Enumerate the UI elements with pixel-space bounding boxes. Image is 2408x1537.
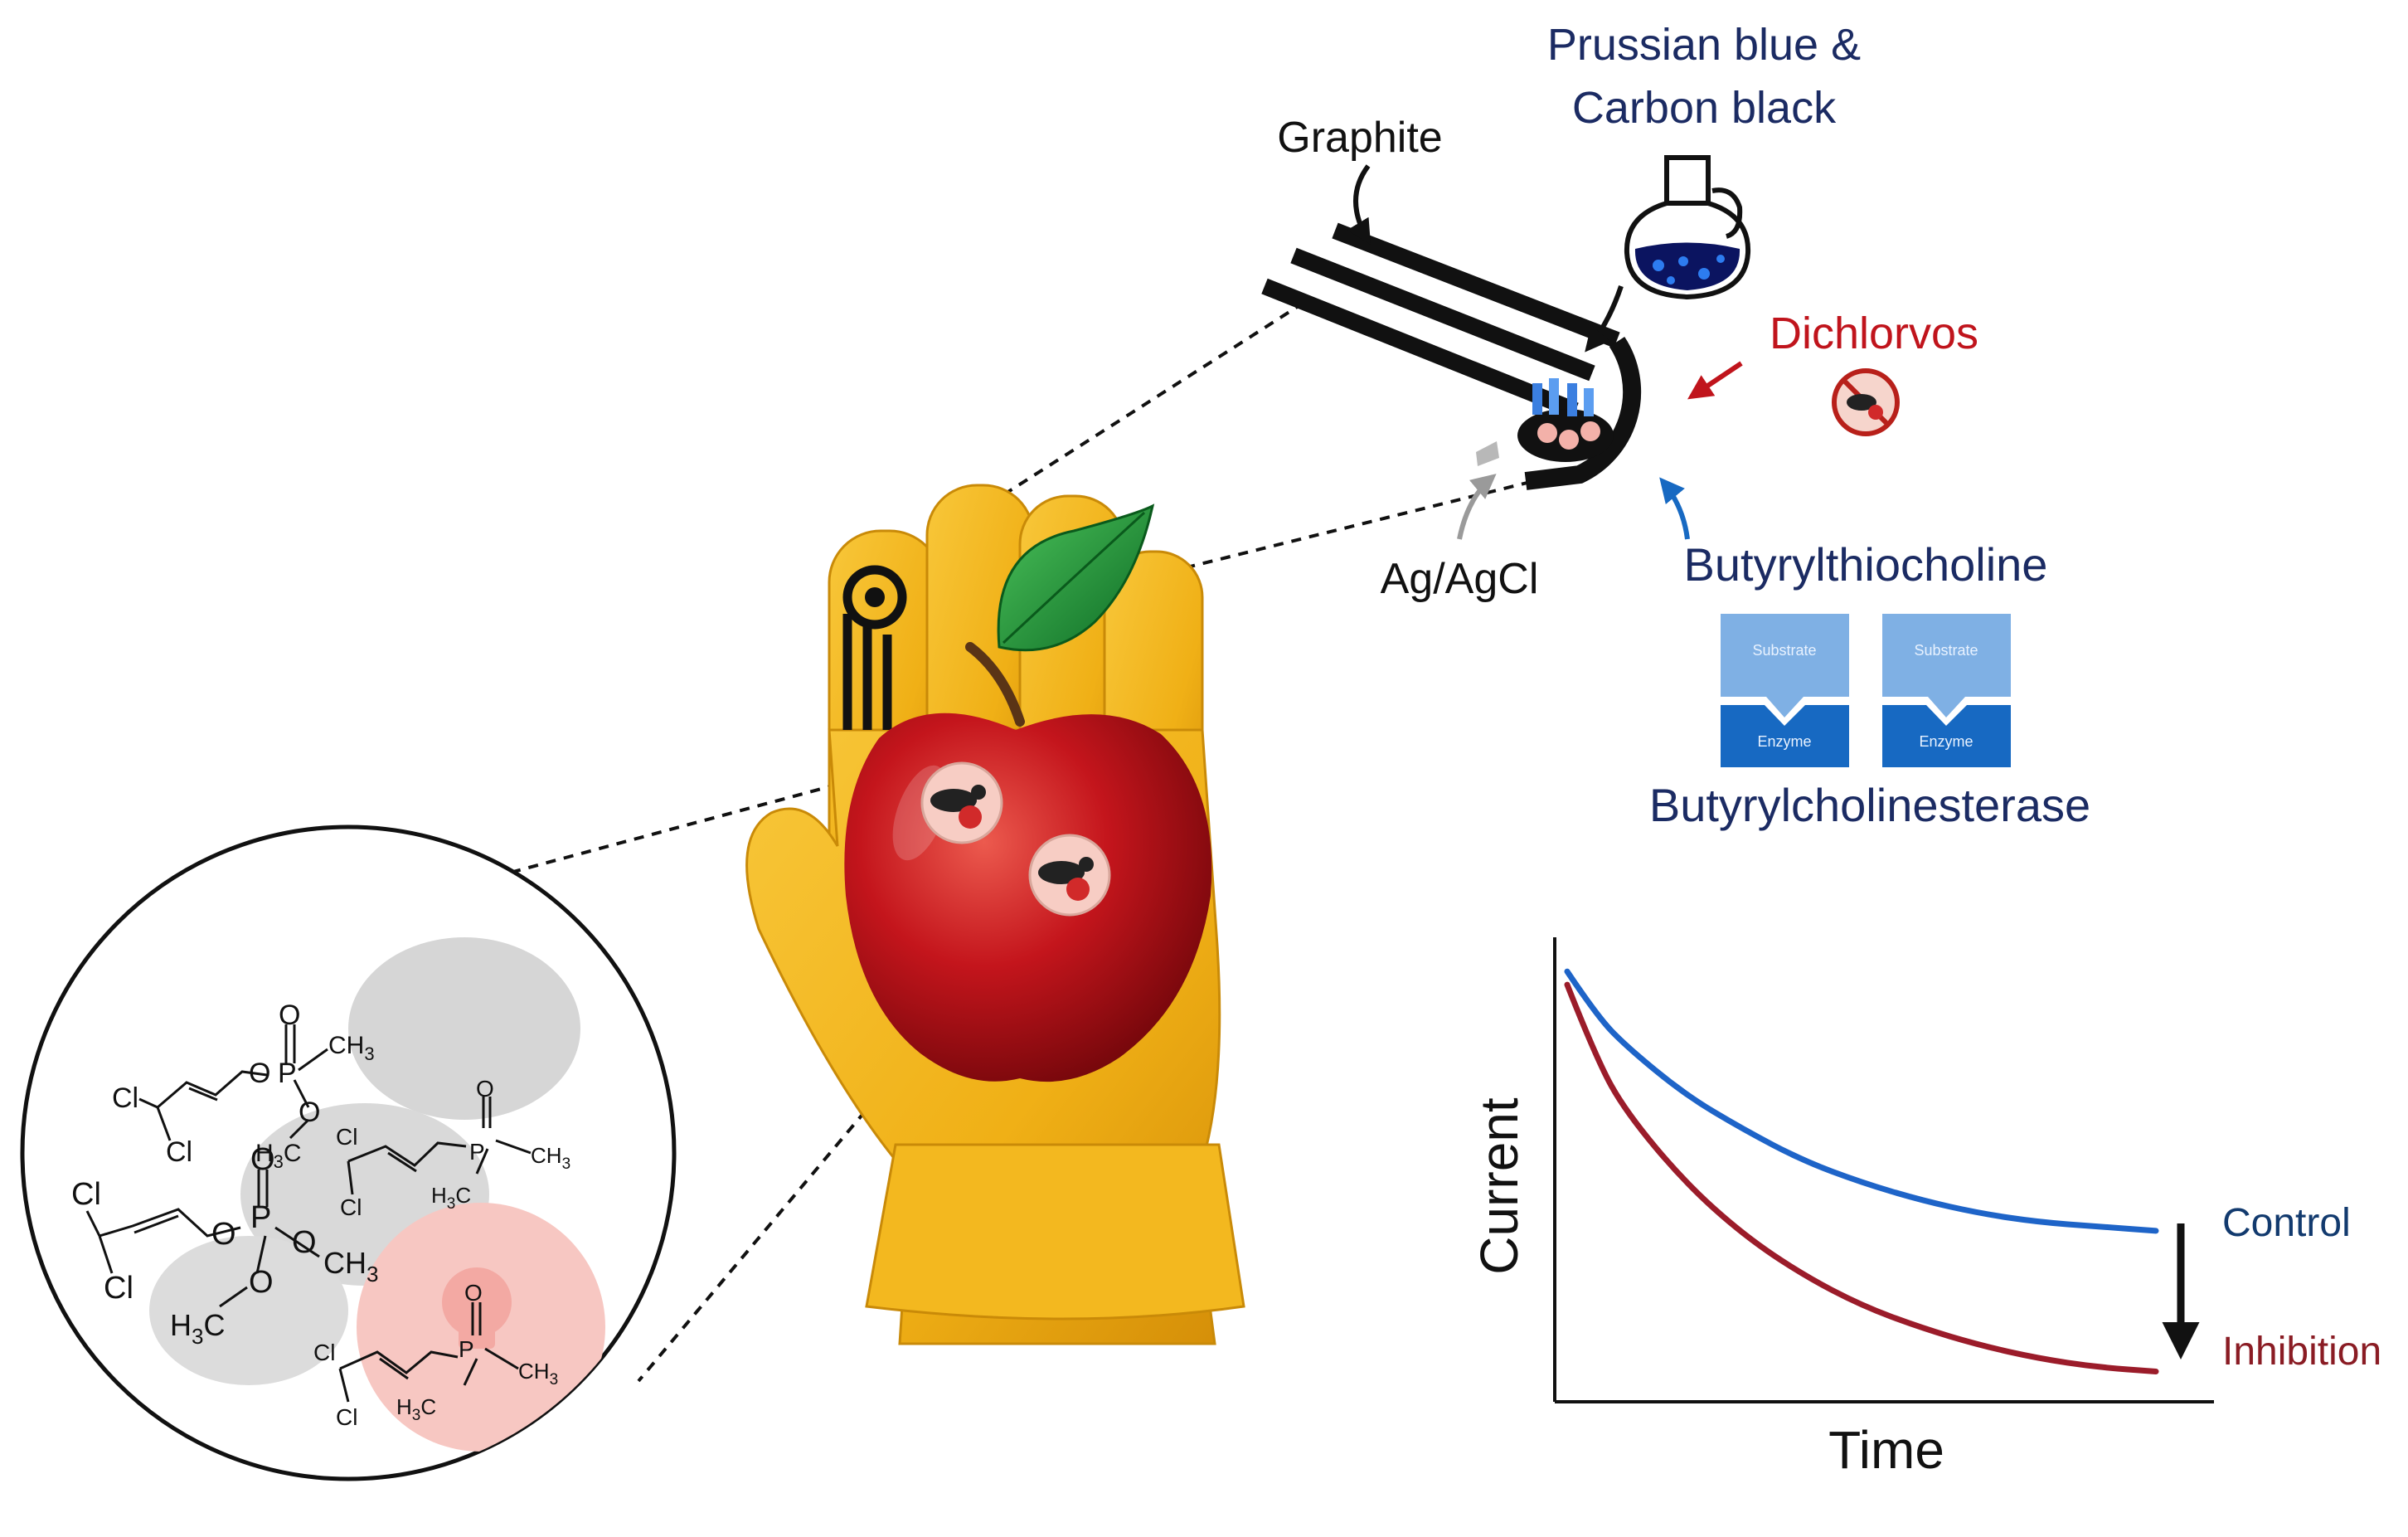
atom-p: P xyxy=(250,1200,271,1235)
series-line-control xyxy=(1564,968,2159,1234)
dichlorvos-structures xyxy=(85,1024,532,1403)
atom-cl: Cl xyxy=(166,1136,192,1168)
current-time-chart: Current Time Control Inhibition xyxy=(1469,937,2381,1480)
apple-leaf xyxy=(997,503,1155,652)
ag-agcl-arrow xyxy=(1457,474,1497,540)
atom-cl: Cl xyxy=(71,1177,101,1212)
projection-line-4 xyxy=(637,886,1055,1383)
atom-p: P xyxy=(469,1139,485,1165)
atom-o: O xyxy=(249,1265,274,1300)
atom-p: P xyxy=(459,1336,474,1362)
substrate-label-1: Substrate xyxy=(1752,642,1816,659)
atom-o: O xyxy=(292,1225,317,1260)
chart-xlabel: Time xyxy=(1828,1420,1944,1480)
glove-sensor-print xyxy=(842,565,907,730)
atom-o: O xyxy=(211,1217,236,1252)
atom-o: O xyxy=(299,1097,320,1128)
enzyme-label-2: Enzyme xyxy=(1919,733,1973,750)
prussian-blue-arrow xyxy=(1585,285,1624,353)
legend-inhibition: Inhibition xyxy=(2222,1330,2381,1374)
svg-text:CH3: CH3 xyxy=(323,1246,378,1287)
pesticide-sticker-1 xyxy=(920,761,1003,844)
atom-cl: Cl xyxy=(104,1271,134,1306)
carbon-black-label: Carbon black xyxy=(1572,83,1837,133)
dichlorvos-arrow xyxy=(1687,361,1743,400)
chart-series xyxy=(1564,968,2159,1374)
svg-text:H3C: H3C xyxy=(170,1308,225,1349)
graphite-arrow xyxy=(1347,164,1371,246)
svg-text:CH3: CH3 xyxy=(328,1032,375,1064)
reference-electrode xyxy=(1476,441,1499,466)
pesticide-icon xyxy=(1832,368,1900,436)
dichlorvos-label: Dichlorvos xyxy=(1770,309,1978,358)
atom-cl: Cl xyxy=(112,1082,138,1114)
molecule-zoom-circle: Cl Cl O P O CH3 O H3C Cl Cl O P O O CH3 … xyxy=(20,824,677,1481)
atom-cl: Cl xyxy=(336,1124,357,1150)
apple-stem xyxy=(965,642,1025,727)
svg-text:CH3: CH3 xyxy=(531,1143,570,1173)
butyrylthiocholine-arrow xyxy=(1659,477,1690,540)
skull-icon xyxy=(442,1267,512,1349)
pesticide-sticker-2 xyxy=(1028,834,1111,917)
atom-cl: Cl xyxy=(313,1340,335,1365)
substrate-label-2: Substrate xyxy=(1914,642,1978,659)
legend-control: Control xyxy=(2222,1201,2351,1245)
series-line-inhibition xyxy=(1564,981,2159,1374)
graphite-label: Graphite xyxy=(1277,114,1442,162)
flask-icon xyxy=(1624,155,1751,300)
svg-text:H3C: H3C xyxy=(431,1183,471,1213)
svg-text:CH3: CH3 xyxy=(518,1359,558,1389)
enzyme-label-1: Enzyme xyxy=(1757,733,1811,750)
atom-cl: Cl xyxy=(340,1194,362,1220)
atom-o: O xyxy=(250,1142,275,1177)
molecule-atom-labels: Cl Cl O P O CH3 O H3C Cl Cl O P O O CH3 … xyxy=(71,1000,570,1430)
apple xyxy=(844,503,1212,1082)
chart-ylabel: Current xyxy=(1469,1097,1529,1275)
prussian-blue-label: Prussian blue & xyxy=(1547,20,1861,70)
glove-cuff xyxy=(865,1143,1245,1321)
atom-p: P xyxy=(278,1058,297,1089)
enzyme-substrate-icon-2: Substrate Enzyme xyxy=(1882,614,2011,767)
screen-printed-electrode xyxy=(1261,222,1642,490)
atom-o: O xyxy=(279,1000,300,1031)
enzyme-immobilized-icons xyxy=(1532,378,1600,450)
atom-o: O xyxy=(476,1076,494,1102)
svg-text:H3C: H3C xyxy=(255,1140,302,1172)
enzyme-substrate-icon-1: Substrate Enzyme xyxy=(1721,614,1849,767)
atom-cl: Cl xyxy=(336,1404,357,1430)
ag-agcl-label: Ag/AgCl xyxy=(1381,555,1539,603)
atom-o: O xyxy=(464,1280,483,1306)
atom-o: O xyxy=(249,1058,270,1089)
butyrylthiocholine-label: Butyrylthiocholine xyxy=(1684,538,2048,591)
counter-electrode-arc xyxy=(1524,336,1642,490)
svg-text:H3C: H3C xyxy=(396,1394,436,1424)
butyrylcholinesterase-label: Butyrylcholinesterase xyxy=(1649,779,2090,831)
